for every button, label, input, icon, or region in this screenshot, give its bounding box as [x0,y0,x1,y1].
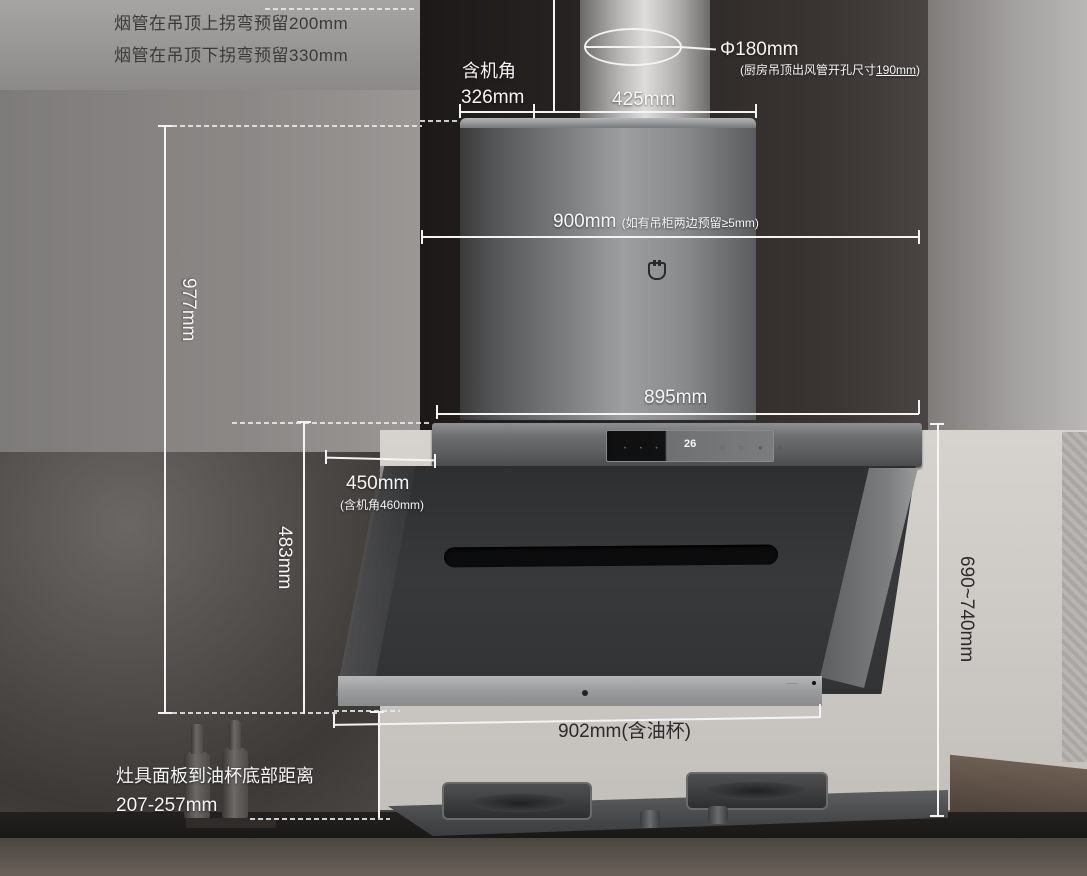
duct-diameter-note: (厨房吊顶出风管开孔尺寸190mm) [740,64,920,76]
left-cabinet-top [0,0,420,90]
stove-knob-left[interactable] [640,810,660,828]
grinder-tray [186,818,276,828]
control-bar-dim-line [437,413,919,415]
stove-knob-right[interactable] [708,806,728,824]
mijia-cat-logo-icon [648,260,666,280]
install-height-tick-top [930,423,944,425]
depth-dashed-line [420,120,460,122]
brand-mark: ——— [786,680,798,685]
note-duct-bend-below: 烟管在吊顶下拐弯预留330mm [114,46,349,65]
panel-depth-label: 450mm [346,473,410,494]
panel-height-dim-line [303,422,305,714]
total-height-dashed-top [172,125,422,127]
bottom-width-tick-right [819,704,821,718]
temperature-display: 26 [684,438,697,450]
air-intake-slot [443,544,779,568]
hood-chimney [460,120,756,420]
duct-diameter-label: Φ180mm [720,39,799,60]
total-height-dim-line [164,126,166,714]
control-buttons-right-icon[interactable]: ○ ○ ● ● [720,443,788,452]
depth-dim-tick-mid [533,104,535,118]
cabinet-gap-tick-left [421,230,423,244]
depth-dim-line [460,111,756,113]
depth-corner-label-line2: 326mm [461,87,525,108]
countertop-edge [0,838,1087,876]
install-height-dim-line [937,424,939,816]
control-bar-width-label: 895mm [644,387,708,408]
install-height-tick-bottom [930,815,944,817]
panel-depth-tick-left [325,450,327,464]
note-duct-bend-above: 烟管在吊顶上拐弯预留200mm [114,14,349,33]
depth-dim-tick-right [755,104,757,118]
panel-depth-note: (含机角460mm) [340,498,425,512]
total-height-dashed-bottom [172,712,338,714]
depth-corner-label-line1: 含机角 [462,61,516,81]
burner-left-bowl [470,794,570,812]
panel-height-tick-top [297,421,311,423]
panel-depth-tick-right [434,454,436,468]
duct-bend-line [553,0,555,112]
stove-oil-cup-label-line2: 207-257mm [116,795,218,816]
dashed-ceiling-line [265,8,415,10]
cabinet-gap-dim-line [422,236,920,238]
depth-dim-tick-left [459,104,461,118]
duct-note-prefix: (厨房吊顶出风管开孔尺寸 [740,63,876,77]
control-buttons-left-icon[interactable]: • • • ✓ [624,446,683,452]
right-wall-cabinet [928,0,1087,430]
install-height-label: 690~740mm [956,556,977,663]
panel-height-dashed-top [232,422,432,424]
stove-oil-cup-tick-top [370,711,384,713]
pepper-grinder-2-neck [229,720,241,750]
bottom-width-dashed [334,710,400,712]
pepper-grinder-1 [184,752,210,818]
cabinet-gap-value: 900mm [553,211,617,232]
hood-bottom-strip [338,676,822,706]
control-bar-tick-left [436,405,438,419]
burner-right-bowl [706,782,806,800]
control-bar-tick-right [918,400,920,414]
stove-level-dashed [250,818,390,820]
duct-diameter-line [586,46,680,48]
cabinet-gap-tick-right [918,230,920,244]
total-height-tick-top [158,125,172,127]
chimney-width-label: 425mm [612,89,676,110]
total-height-label: 977mm [178,278,199,342]
hood-chimney-top [460,118,756,128]
stove-oil-cup-label-line1: 灶具面板到油杯底部距离 [116,766,314,786]
panel-height-label: 483mm [274,526,295,590]
pepper-grinder-2 [222,748,248,818]
total-height-tick-bottom [158,712,172,714]
bottom-width-label: 902mm(含油杯) [558,721,692,742]
bottom-button-icon[interactable] [582,690,588,696]
hood-glass-panel [338,466,916,694]
right-stone-wall [1062,432,1087,762]
duct-note-suffix: ) [916,63,921,77]
indicator-dot-icon [812,681,816,685]
pepper-grinder-1-neck [191,724,203,754]
touch-control-panel[interactable] [606,430,774,462]
stove-oil-cup-dim-line [378,712,380,818]
bottom-width-tick-left [333,714,335,728]
cabinet-gap-label: 900mm (如有吊柜两边预留≥5mm) [553,212,759,231]
cabinet-gap-note: (如有吊柜两边预留≥5mm) [621,216,759,230]
duct-note-value: 190mm [876,63,917,77]
